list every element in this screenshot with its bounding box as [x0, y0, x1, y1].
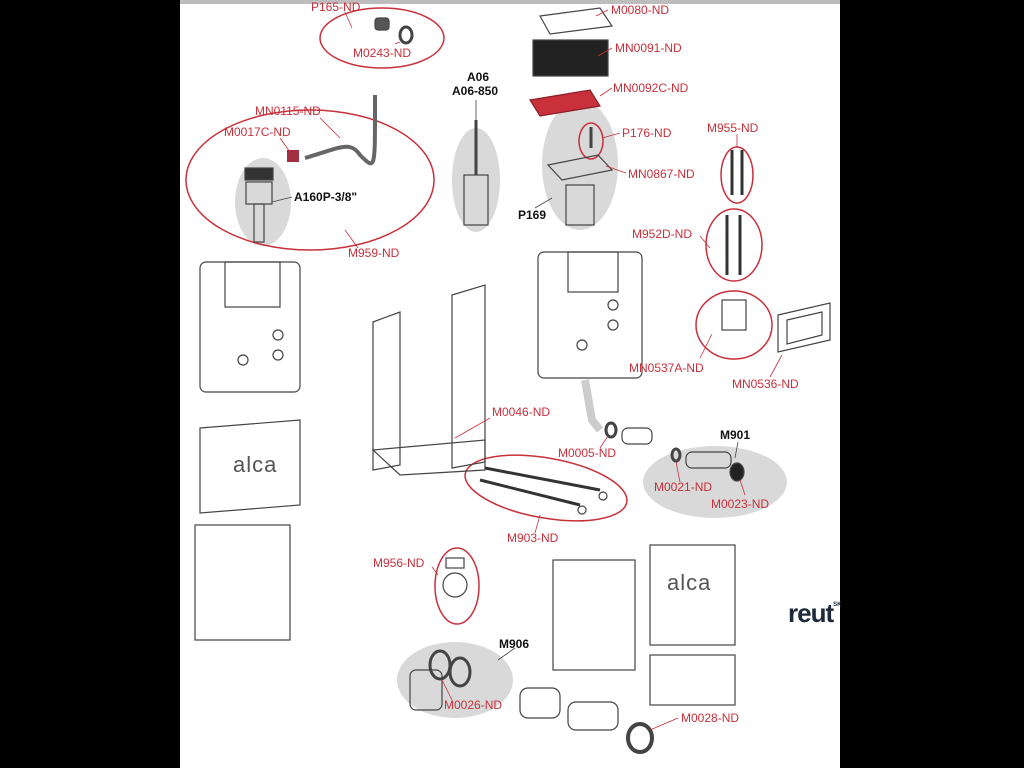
m0080-part [539, 7, 614, 35]
m956-part [442, 572, 468, 598]
label-p169: P169 [518, 208, 547, 222]
label-m0046: M0046-ND [492, 405, 551, 419]
label-mn0536: MN0536-ND [732, 377, 799, 391]
mn0536-part [777, 302, 831, 353]
m903-outline [464, 454, 628, 522]
reut-logo-suffix: SK [833, 602, 842, 608]
label-a06-850: A06-850 [452, 84, 499, 98]
label-m0028: M0028-ND [681, 711, 740, 725]
pipe-2 [567, 701, 619, 731]
front-cover-right [649, 544, 736, 646]
m955-outline [720, 146, 754, 204]
p165-part [374, 17, 390, 31]
lower-box [649, 654, 736, 706]
m903-part [484, 466, 601, 492]
label-m0021: M0021-ND [654, 480, 713, 494]
front-cover-left [199, 419, 301, 514]
label-mn0092c: MN0092C-ND [613, 81, 689, 95]
reut-logo: reutSK [788, 598, 841, 629]
m0005-part [604, 421, 618, 439]
part-sketches [194, 7, 831, 754]
cistern-right [537, 251, 643, 379]
label-mn0091: MN0091-ND [615, 41, 682, 55]
label-m0080: M0080-ND [611, 3, 670, 17]
frame-small-left [194, 524, 291, 641]
mn0537a-part [721, 299, 747, 331]
m0028-part [626, 722, 654, 754]
mn0537a-outline [695, 290, 773, 360]
m0021-part [670, 447, 682, 463]
label-p165: P165-ND [311, 0, 361, 14]
leader-lines [279, 9, 783, 731]
label-m901: M901 [720, 428, 751, 442]
m956-outline [434, 547, 480, 625]
label-m0023: M0023-ND [711, 497, 770, 511]
label-m952d: M952D-ND [632, 227, 693, 241]
m0023-part [729, 462, 745, 482]
label-m0243: M0243-ND [353, 46, 412, 60]
label-mn0867: MN0867-ND [628, 167, 695, 181]
label-m955: M955-ND [707, 121, 759, 135]
alca-print-left: alca [233, 452, 278, 477]
black-leader-lines [271, 100, 739, 661]
label-m0017c: M0017C-ND [224, 125, 291, 139]
tile-frame [552, 559, 636, 671]
m906-highlight [397, 642, 513, 718]
m0243-part [398, 25, 414, 45]
label-m0005: M0005-ND [558, 446, 617, 460]
mn0092c-part [529, 89, 601, 117]
label-mn0537a: MN0537A-ND [629, 361, 704, 375]
m0017c-part [287, 150, 299, 162]
mn0115-hose [304, 95, 377, 166]
m952d-outline [705, 208, 763, 282]
alca-print-right: alca [667, 570, 712, 595]
label-mn0115: MN0115-ND [255, 104, 321, 118]
p176-outline [578, 122, 604, 160]
cistern-left [199, 261, 301, 393]
flush-bend [581, 379, 604, 433]
mounting-frame [372, 311, 401, 471]
label-p176: P176-ND [622, 126, 672, 140]
top-border [180, 0, 840, 4]
label-m956: M956-ND [373, 556, 425, 570]
m901-highlight [643, 446, 787, 518]
reut-logo-text: reut [788, 598, 834, 628]
mn0867-part [546, 154, 614, 181]
label-m903: M903-ND [507, 531, 559, 545]
mn0091-part [532, 39, 609, 77]
p169-highlight [542, 100, 618, 230]
label-a160p: A160P-3/8" [294, 190, 358, 204]
pipe-1 [519, 687, 561, 719]
label-a06: A06 [467, 70, 490, 84]
flush-pipe [621, 427, 653, 445]
label-m959: M959-ND [348, 246, 400, 260]
label-m0026: M0026-ND [444, 698, 503, 712]
p165-group-outline [319, 7, 445, 69]
label-m906: M906 [499, 637, 530, 651]
p169-part [565, 184, 595, 226]
m959-group-outline [185, 109, 435, 251]
m906-part [409, 669, 443, 711]
